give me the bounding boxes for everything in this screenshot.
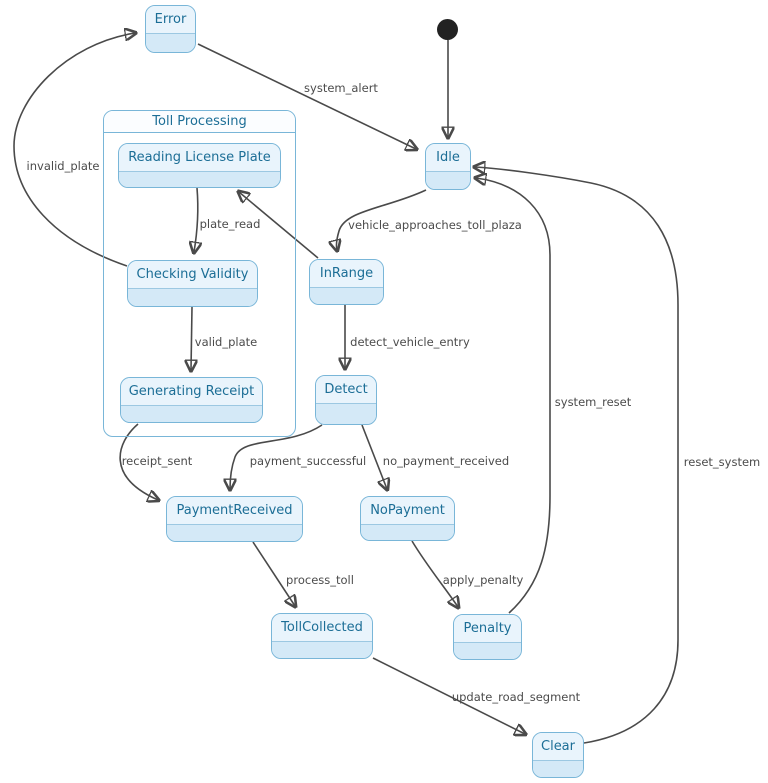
- state-idle: Idle: [425, 143, 471, 190]
- transition-label-reset-system: reset_system: [683, 455, 761, 469]
- edge-generating-receipt-to-payment-received: [119, 423, 158, 500]
- state-clear: Clear: [532, 732, 584, 778]
- state-label: Penalty: [463, 621, 512, 636]
- transition-label-vehicle-approaches-toll-plaza: vehicle_approaches_toll_plaza: [348, 218, 522, 232]
- state-in-range-body: [310, 288, 383, 304]
- state-label: Checking Validity: [136, 267, 249, 282]
- transition-label-plate-read: plate_read: [199, 217, 261, 231]
- state-in-range: InRange: [309, 259, 384, 305]
- transition-label-payment-successful: payment_successful: [249, 454, 367, 468]
- state-label: Reading License Plate: [128, 150, 271, 165]
- state-clear-body: [533, 761, 583, 777]
- state-label: Detect: [324, 382, 368, 397]
- edge-penalty-to-idle: [476, 178, 551, 614]
- state-penalty-body: [454, 643, 521, 659]
- state-penalty: Penalty: [453, 614, 522, 660]
- state-detect-title: Detect: [316, 376, 376, 404]
- state-error: Error: [145, 5, 196, 53]
- transition-label-process-toll: process_toll: [286, 573, 354, 587]
- state-payment-received-body: [167, 525, 302, 541]
- state-reading-license-plate-title: Reading License Plate: [119, 144, 280, 172]
- state-penalty-title: Penalty: [454, 615, 521, 643]
- edge-reading-license-plate-to-checking-validity: [194, 187, 198, 252]
- transition-label-system-reset: system_reset: [554, 395, 632, 409]
- state-detect-body: [316, 404, 376, 424]
- state-label: PaymentReceived: [176, 503, 293, 518]
- state-label: Clear: [541, 739, 575, 754]
- edge-no-payment-to-penalty: [411, 540, 458, 607]
- state-label: NoPayment: [370, 503, 445, 518]
- transition-label-apply-penalty: apply_penalty: [442, 573, 524, 587]
- state-checking-validity: Checking Validity: [127, 260, 258, 307]
- edge-clear-to-idle: [475, 167, 679, 744]
- transition-label-no-payment-received: no_payment_received: [382, 454, 510, 468]
- edge-error-to-idle: [197, 43, 416, 149]
- state-payment-received: PaymentReceived: [166, 496, 303, 542]
- edge-payment-received-to-toll-collected: [252, 541, 295, 606]
- initial-state-dot: [437, 19, 458, 40]
- edge-toll-collected-to-clear: [372, 657, 525, 734]
- edge-idle-to-in-range: [336, 189, 427, 250]
- state-generating-receipt-body: [121, 406, 262, 422]
- state-label: Idle: [436, 150, 460, 165]
- state-generating-receipt: Generating Receipt: [120, 377, 263, 423]
- state-no-payment: NoPayment: [360, 496, 455, 541]
- transition-label-valid-plate: valid_plate: [194, 335, 258, 349]
- edge-checking-validity-to-error: [13, 33, 135, 267]
- edge-detect-to-payment-received: [230, 424, 323, 489]
- state-label: Error: [154, 12, 187, 27]
- transition-label-receipt-sent: receipt_sent: [121, 454, 193, 468]
- state-toll-collected: TollCollected: [271, 613, 373, 659]
- state-reading-license-plate-body: [119, 172, 280, 187]
- state-no-payment-body: [361, 525, 454, 540]
- state-idle-title: Idle: [426, 144, 470, 172]
- state-label: Generating Receipt: [128, 384, 255, 399]
- state-idle-body: [426, 172, 470, 189]
- edge-detect-to-no-payment: [361, 424, 387, 489]
- state-payment-received-title: PaymentReceived: [167, 497, 302, 525]
- state-label: TollCollected: [281, 620, 363, 635]
- state-toll-collected-title: TollCollected: [272, 614, 372, 642]
- edge-checking-validity-to-generating-receipt: [191, 306, 192, 370]
- transition-label-invalid-plate: invalid_plate: [26, 159, 100, 173]
- state-label: Toll Processing: [152, 114, 247, 129]
- state-toll-processing-title: Toll Processing: [104, 111, 295, 133]
- state-checking-validity-title: Checking Validity: [128, 261, 257, 289]
- state-toll-processing: Toll Processing: [103, 110, 296, 437]
- state-clear-title: Clear: [533, 733, 583, 761]
- state-checking-validity-body: [128, 289, 257, 306]
- state-reading-license-plate: Reading License Plate: [118, 143, 281, 188]
- state-in-range-title: InRange: [310, 260, 383, 288]
- state-toll-collected-body: [272, 642, 372, 658]
- state-detect: Detect: [315, 375, 377, 425]
- state-generating-receipt-title: Generating Receipt: [121, 378, 262, 406]
- state-error-title: Error: [146, 6, 195, 34]
- state-error-body: [146, 34, 195, 52]
- transition-label-system-alert: system_alert: [304, 81, 378, 95]
- state-no-payment-title: NoPayment: [361, 497, 454, 525]
- edge-in-range-to-reading-license-plate: [239, 192, 319, 259]
- transition-label-update-road-segment: update_road_segment: [451, 690, 581, 704]
- state-label: InRange: [319, 266, 374, 281]
- transition-label-detect-vehicle-entry: detect_vehicle_entry: [350, 335, 470, 349]
